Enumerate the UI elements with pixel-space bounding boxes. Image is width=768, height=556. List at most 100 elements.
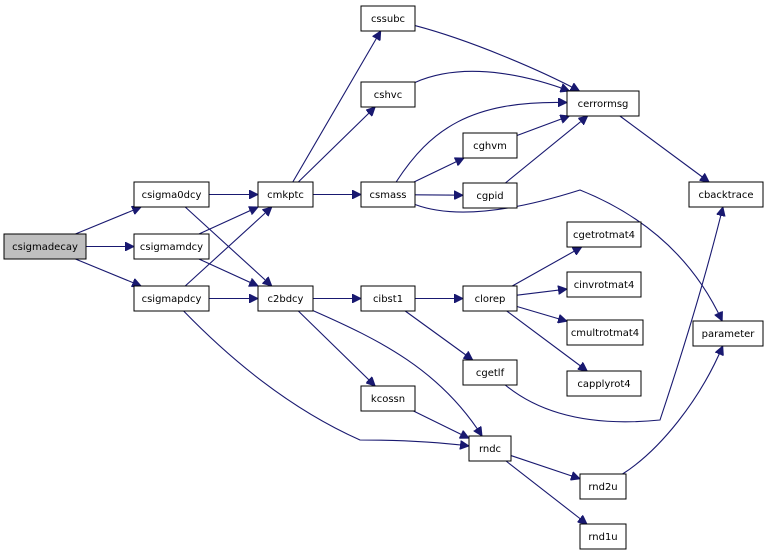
node-box: [360, 385, 416, 412]
edge-arrow: [622, 346, 723, 475]
edge-cerrormsg-to-cbacktrace: [619, 115, 709, 182]
node-csigma0dcy[interactable]: csigma0dcy: [133, 181, 210, 208]
node-cgpid[interactable]: cgpid: [462, 182, 518, 209]
node-csigmamdcy[interactable]: csigmamdcy: [133, 233, 210, 260]
edge-csigmapdcy-to-cmkptc: [184, 207, 272, 287]
edge-rndc-to-rnd1u: [505, 460, 587, 524]
edge-arrow: [510, 455, 580, 479]
node-label: rndc: [479, 444, 501, 455]
edge-clorep-to-capplyrot4: [506, 310, 587, 371]
edge-clorep-to-cmultrotmat4: [516, 305, 567, 321]
edge-csigmadecay-to-csigmapdcy: [75, 258, 141, 286]
node-cssubc[interactable]: cssubc: [360, 5, 416, 32]
node-box: [360, 181, 416, 208]
edge-arrow: [75, 258, 141, 286]
node-box: [692, 320, 764, 347]
node-capplyrot4[interactable]: capplyrot4: [566, 370, 642, 397]
edge-arrow: [516, 289, 567, 296]
node-parameter[interactable]: parameter: [692, 320, 764, 347]
edge-c2bdcy-to-kcossn: [297, 310, 375, 386]
node-box: [566, 90, 640, 117]
node-box: [566, 319, 644, 346]
edge-csigmamdcy-to-c2bdcy: [198, 258, 258, 286]
edge-arrow: [395, 102, 567, 183]
edge-arrow: [184, 207, 272, 287]
node-cmkptc[interactable]: cmkptc: [257, 181, 314, 208]
node-label: csigmamdcy: [140, 242, 203, 253]
node-label: rnd2u: [588, 482, 617, 493]
edge-csigmadecay-to-csigma0dcy: [75, 207, 141, 235]
node-cibst1[interactable]: cibst1: [360, 285, 416, 312]
node-label: clorep: [475, 294, 506, 305]
node-label: cerrormsg: [578, 99, 629, 110]
node-cgetrotmat4[interactable]: cgetrotmat4: [566, 221, 642, 248]
node-clorep[interactable]: clorep: [462, 285, 518, 312]
edge-csigmamdcy-to-cmkptc: [198, 207, 258, 235]
node-cshvc[interactable]: cshvc: [360, 81, 416, 108]
edge-arrow: [619, 115, 709, 182]
node-box: [3, 233, 87, 260]
edge-cssubc-to-cerrormsg: [414, 25, 579, 92]
edge-cshvc-to-cerrormsg: [414, 70, 569, 91]
edge-arrow: [511, 247, 581, 287]
node-cgetlf[interactable]: cgetlf: [462, 359, 518, 386]
edge-arrow: [414, 70, 569, 91]
node-box: [566, 221, 642, 248]
edge-arrow: [297, 310, 375, 386]
node-box: [462, 285, 518, 312]
node-box: [462, 359, 518, 386]
node-cbacktrace[interactable]: cbacktrace: [688, 181, 764, 208]
edge-arrow: [198, 258, 258, 286]
node-csigmapdcy[interactable]: csigmapdcy: [133, 285, 210, 312]
edge-arrow: [504, 207, 723, 423]
node-kcossn[interactable]: kcossn: [360, 385, 416, 412]
node-label: cibst1: [373, 294, 403, 305]
node-csigmadecay[interactable]: csigmadecay: [3, 233, 87, 260]
node-box: [360, 81, 416, 108]
node-box: [257, 181, 314, 208]
edge-rnd2u-to-parameter: [622, 346, 723, 475]
edge-arrow: [413, 158, 464, 183]
node-box: [257, 285, 314, 312]
edge-arrow: [413, 410, 470, 438]
edge-clorep-to-cinvrotmat4: [516, 289, 567, 296]
node-c2bdcy[interactable]: c2bdcy: [257, 285, 314, 312]
edge-cgetlf-to-cbacktrace: [504, 207, 723, 423]
edge-clorep-to-cgetrotmat4: [511, 247, 581, 287]
node-box: [468, 435, 512, 462]
node-cerrormsg[interactable]: cerrormsg: [566, 90, 640, 117]
node-cghvm[interactable]: cghvm: [462, 132, 518, 159]
node-csmass[interactable]: csmass: [360, 181, 416, 208]
edge-arrow: [292, 31, 381, 183]
edge-arrow: [506, 310, 587, 371]
node-label: cbacktrace: [698, 190, 753, 201]
node-rnd1u[interactable]: rnd1u: [579, 523, 627, 550]
node-label: csigma0dcy: [142, 190, 202, 201]
edge-cmkptc-to-cshvc: [297, 107, 375, 183]
node-rndc[interactable]: rndc: [468, 435, 512, 462]
edge-arrow: [516, 305, 567, 321]
node-box: [579, 473, 627, 500]
edge-arrow: [505, 460, 587, 524]
node-label: cshvc: [374, 90, 402, 101]
node-label: parameter: [702, 329, 756, 340]
node-box: [566, 271, 642, 298]
edge-arrow: [75, 207, 141, 235]
edge-arrow: [312, 310, 482, 436]
edge-arrow: [414, 25, 579, 92]
node-rnd2u[interactable]: rnd2u: [579, 473, 627, 500]
node-box: [462, 182, 518, 209]
edge-arrow: [516, 116, 569, 136]
node-box: [133, 285, 210, 312]
node-label: capplyrot4: [577, 379, 630, 390]
node-label: csmass: [370, 190, 407, 201]
node-layer: csigmadecay csigma0dcy csigmamdcy csigmapdc…: [3, 5, 764, 550]
node-label: cgetlf: [476, 368, 505, 379]
node-cinvrotmat4[interactable]: cinvrotmat4: [566, 271, 642, 298]
node-label: c2bdcy: [268, 294, 304, 305]
node-label: cgpid: [476, 191, 503, 202]
edge-csmass-to-cerrormsg: [395, 102, 567, 183]
node-box: [579, 523, 627, 550]
node-cmultrotmat4[interactable]: cmultrotmat4: [566, 319, 644, 346]
